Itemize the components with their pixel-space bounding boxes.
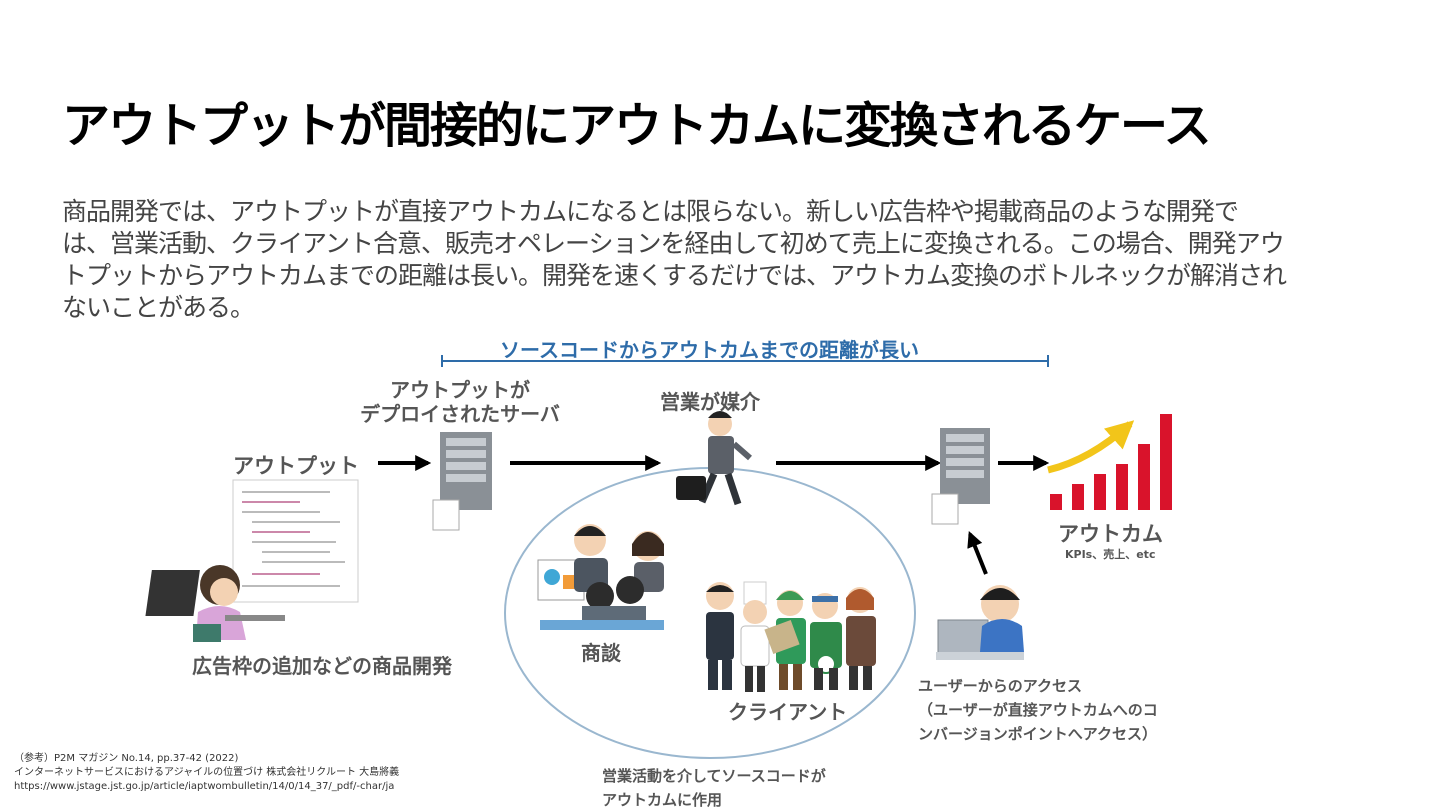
body-line: は、営業活動、クライアント合意、販売オペレーションを経由して初めて売上に変換され… [62, 229, 1285, 258]
reference-url[interactable]: https://www.jstage.jst.go.jp/article/iap… [14, 781, 395, 792]
reference-line: インターネットサービスにおけるアジャイルの位置づけ 株式会社リクルート 大島將義 [14, 767, 400, 778]
body-line: トプットからアウトカムまでの距離は長い。開発を速くするだけでは、アウトカム変換の… [62, 261, 1287, 290]
code-document-icon [232, 479, 359, 603]
server-icon [432, 432, 492, 531]
sales-effect-line: 営業活動を介してソースコードが [602, 767, 826, 785]
salesperson-icon [676, 411, 752, 506]
developer-person-icon [145, 565, 285, 642]
clients-illustration [706, 581, 876, 692]
arrow-user-to-server [967, 531, 988, 575]
slide-title: アウトプットが間接的にアウトカムに変換されるケース [62, 98, 1212, 154]
product-development-label: 広告枠の追加などの商品開発 [192, 654, 452, 678]
body-line: ないことがある。 [62, 293, 255, 322]
slide-body: 商品開発では、アウトプットが直接アウトカムになるとは限らない。新しい広告枠や掲載… [62, 196, 1362, 324]
sales-effect-label: 営業活動を介してソースコードが アウトカムに作用 [602, 764, 826, 812]
reference-line: （参考）P2M マガジン No.14, pp.37-42 (2022) [14, 753, 239, 764]
range-bracket [441, 355, 1049, 367]
negotiation-label: 商談 [581, 641, 621, 665]
range-label: ソースコードからアウトカムまでの距離が長い [500, 338, 919, 362]
outcome-label: アウトカム [1058, 522, 1163, 546]
output-label: アウトプット [233, 454, 359, 478]
body-line: 商品開発では、アウトプットが直接アウトカムになるとは限らない。新しい広告枠や掲載… [62, 197, 1239, 226]
user-access-line: ユーザーからのアクセス [918, 677, 1082, 695]
user-access-line: ンバージョンポイントへアクセス） [918, 725, 1157, 743]
outcome-bar-icon [1047, 414, 1172, 510]
sales-label: 営業が媒介 [660, 390, 760, 414]
meeting-illustration [537, 524, 664, 630]
user-access-line: （ユーザーが直接アウトカムへのコ [918, 701, 1158, 719]
server-icon [931, 428, 990, 525]
user-laptop-icon [936, 585, 1024, 660]
server-label-line: アウトプットが [390, 378, 530, 402]
outcome-sub-label: KPIs、売上、etc [1065, 548, 1156, 561]
user-access-label: ユーザーからのアクセス （ユーザーが直接アウトカムへのコ ンバージョンポイントへ… [918, 674, 1158, 746]
reference-note: （参考）P2M マガジン No.14, pp.37-42 (2022) インター… [14, 752, 399, 794]
server-label: アウトプットが デプロイされたサーバ [360, 378, 560, 426]
sales-effect-line: アウトカムに作用 [602, 791, 723, 809]
server-label-line: デプロイされたサーバ [360, 402, 560, 426]
client-label: クライアント [728, 700, 848, 724]
